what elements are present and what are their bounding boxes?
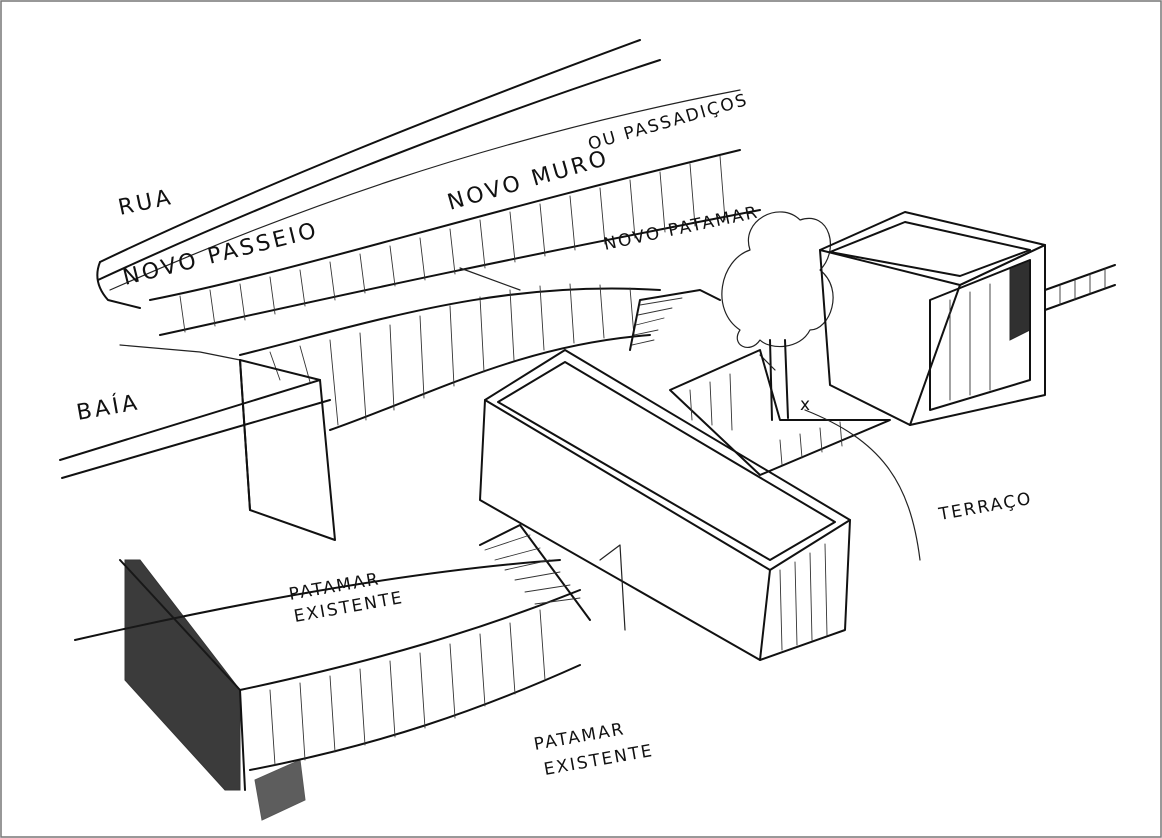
lower-stairs xyxy=(479,524,591,621)
label-ou-passadicos: OU PASSADIÇOS xyxy=(586,90,751,155)
label-novo-passeio: NOVO PASSEIO xyxy=(120,218,321,291)
upper-stairs xyxy=(629,289,721,351)
tree-icon xyxy=(721,211,834,421)
label-terraco: TERRAÇO xyxy=(936,489,1034,525)
x-marker: x xyxy=(800,395,812,415)
label-baia: BAÍA xyxy=(75,389,142,426)
novo-muro-wall xyxy=(149,149,761,336)
right-fence xyxy=(1044,264,1116,311)
right-cube xyxy=(819,211,1046,426)
retaining-wall-curve xyxy=(239,283,661,431)
central-house xyxy=(479,349,851,661)
left-block xyxy=(239,359,336,541)
road-lines xyxy=(96,39,741,309)
lower-patamar xyxy=(74,559,581,821)
baia-lines xyxy=(59,344,331,479)
terrace-planter: x xyxy=(669,349,921,561)
label-novo-patamar: NOVO PATAMAR xyxy=(602,202,761,254)
label-rua: RUA xyxy=(116,185,175,221)
